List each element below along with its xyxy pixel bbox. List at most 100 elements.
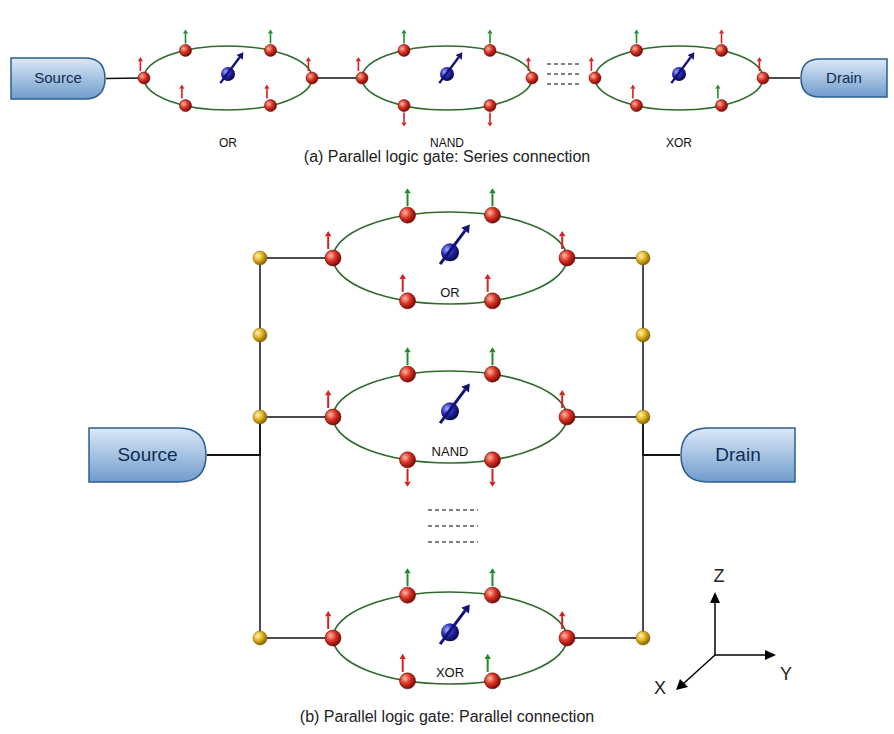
spin-arrowhead	[264, 85, 269, 89]
logic-ring: NAND	[361, 45, 533, 111]
gate-label: NAND	[432, 444, 469, 459]
wire	[764, 77, 800, 79]
junction-dot	[253, 251, 267, 265]
text-holder: XOR	[332, 663, 568, 681]
spin-arrow	[403, 113, 405, 123]
spin-arrowhead	[487, 122, 492, 126]
ring	[333, 592, 567, 684]
spin-arrow	[220, 57, 239, 83]
junction-dot	[253, 410, 267, 424]
spin-arrowhead	[461, 604, 470, 613]
spin-arrow	[440, 390, 465, 423]
axes	[676, 592, 776, 690]
junction-dot	[253, 328, 267, 342]
spin-arrow	[402, 279, 404, 292]
ring	[362, 46, 532, 110]
spin-arrowhead	[559, 390, 565, 395]
atom	[400, 293, 416, 309]
spin-arrowhead	[526, 57, 531, 61]
atom	[559, 250, 575, 266]
junction-dot	[636, 410, 650, 424]
logic-ring: XOR	[594, 45, 764, 111]
atom	[306, 72, 318, 84]
text-holder: Drain	[680, 427, 796, 483]
atom	[484, 207, 500, 223]
drain-terminal: Drain	[680, 427, 796, 483]
spin-arrowhead	[404, 347, 410, 352]
spin-arrowhead	[630, 85, 635, 89]
spin-arrowhead	[404, 188, 410, 193]
terminal-outline	[681, 428, 795, 482]
spin-arrowhead	[484, 654, 490, 659]
junction-dot	[636, 631, 650, 645]
drain-terminal: Drain	[800, 58, 888, 98]
junction-dot	[636, 328, 650, 342]
spin-arrowhead	[559, 611, 565, 616]
text-holder: Source	[10, 57, 106, 100]
atom	[180, 44, 192, 56]
terminal-label: Source	[117, 445, 177, 466]
logic-ring: XOR	[332, 591, 568, 685]
spin-arrow	[266, 89, 268, 99]
ring-graphic	[143, 45, 313, 111]
spin-arrow	[489, 34, 491, 44]
text-holder: OR	[332, 283, 568, 301]
logic-ring: NAND	[332, 370, 568, 464]
atom	[265, 44, 277, 56]
spin-arrow	[561, 395, 563, 408]
atom	[325, 630, 341, 646]
wire	[568, 258, 680, 455]
atom	[757, 72, 769, 84]
junction-dot	[636, 251, 650, 265]
atom	[400, 366, 416, 382]
spin-arrow	[721, 34, 723, 44]
ring	[333, 212, 567, 304]
spin-arrowhead	[489, 482, 495, 487]
spin-arrow	[140, 61, 142, 71]
spin-arrowhead	[456, 52, 463, 59]
spin-arrowhead	[401, 122, 406, 126]
spin-arrow	[270, 34, 272, 44]
text-holder: NAND	[332, 442, 568, 460]
spin-arrow	[327, 616, 329, 629]
atom	[356, 72, 368, 84]
source-terminal: Source	[10, 57, 106, 100]
spin-arrow	[403, 34, 405, 44]
spin-arrowhead	[688, 52, 695, 59]
text-holder: XOR	[594, 133, 764, 151]
atom	[398, 100, 410, 112]
spin-arrowhead	[484, 274, 490, 279]
gate-label: NAND	[430, 136, 464, 150]
spin-arrow	[591, 61, 593, 71]
spin-arrowhead	[461, 383, 470, 392]
spin-arrowhead	[325, 611, 331, 616]
atom	[484, 673, 500, 689]
atom	[400, 587, 416, 603]
wire	[568, 417, 680, 455]
spin-arrowhead	[489, 347, 495, 352]
spin-arrow	[632, 89, 634, 99]
spin-arrow	[491, 193, 493, 206]
spin-arrowhead	[489, 188, 495, 193]
atom	[716, 100, 728, 112]
spin-arrow	[491, 573, 493, 586]
spin-arrow	[402, 659, 404, 672]
junction-dot	[253, 631, 267, 645]
ring-graphic	[361, 45, 533, 111]
spin-arrowhead	[138, 57, 143, 61]
terminal-label: Drain	[826, 70, 862, 87]
text-holder: Drain	[800, 58, 888, 98]
atom	[484, 293, 500, 309]
spin-arrowhead	[719, 29, 724, 33]
atom	[484, 100, 496, 112]
spin-arrowhead	[400, 274, 406, 279]
spin-arrowhead	[400, 654, 406, 659]
wire	[207, 417, 332, 455]
terminal-label: Drain	[715, 445, 760, 466]
wire	[106, 77, 143, 79]
ring-graphic	[594, 45, 764, 111]
spin-arrow	[491, 469, 493, 482]
text-holder: OR	[143, 133, 313, 151]
spin-arrowhead	[489, 568, 495, 573]
